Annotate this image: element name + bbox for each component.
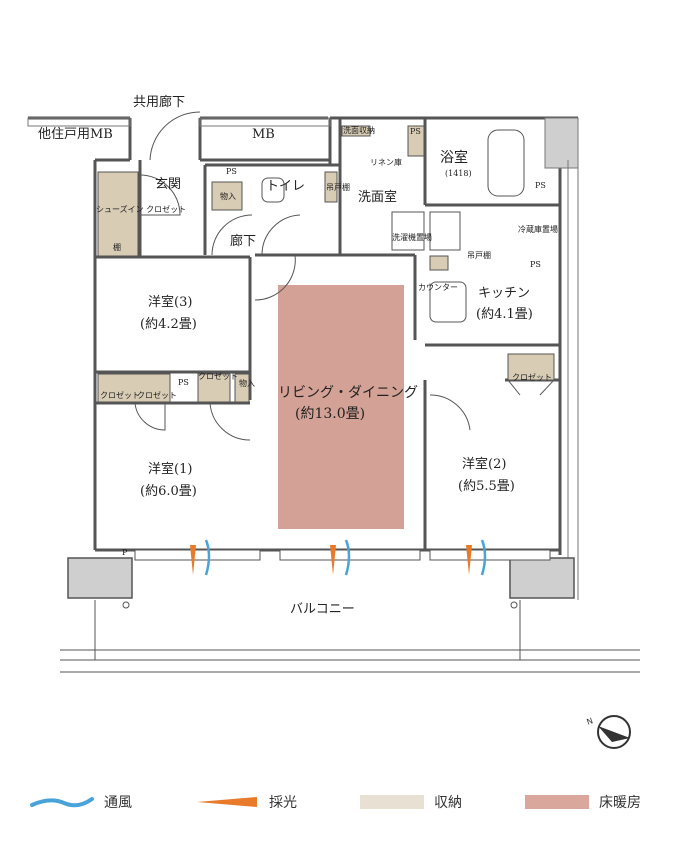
ps-label-4: PS xyxy=(530,260,541,269)
p-label: P xyxy=(122,548,128,557)
legend-floor-heating: 床暖房 xyxy=(525,790,641,814)
doors xyxy=(134,111,555,441)
storage-label-2: 物入 xyxy=(239,378,255,388)
legend-storage: 収納 xyxy=(360,790,462,814)
legend-floor-heating-label: 床暖房 xyxy=(599,795,641,811)
living-label: リビング・ダイニング xyxy=(278,385,418,401)
storage-swatch xyxy=(360,795,424,809)
storage-areas xyxy=(97,125,555,403)
daylight-icon xyxy=(197,797,257,807)
svg-text:N: N xyxy=(585,716,594,727)
hanging-shelf-vertical-label: 吊戸棚 xyxy=(326,182,350,192)
senmenshitsu-label: 洗面室 xyxy=(358,189,397,205)
closet-label-3: クロゼット xyxy=(198,371,238,381)
shoes-in-closet-label: シューズイン クロゼット xyxy=(96,204,186,214)
room2-label: 洋室(2) xyxy=(462,456,506,472)
floor-heating-area xyxy=(278,285,404,529)
ventilation-icon xyxy=(30,797,94,808)
legend-daylight-label: 採光 xyxy=(269,795,297,811)
closet-label-4: クロゼット xyxy=(512,372,552,382)
bath-label: 浴室 xyxy=(440,149,468,166)
kitchen-label: キッチン xyxy=(478,286,530,301)
room3-size-label: (約4.2畳) xyxy=(140,317,197,332)
ps-label-2: PS xyxy=(410,127,421,136)
room3-label: 洋室(3) xyxy=(148,294,192,310)
closet-label-2: クロゼット xyxy=(137,390,177,400)
mb-label: MB xyxy=(252,127,275,142)
corridor-label: 廊下 xyxy=(230,233,256,249)
shelf-label: 棚 xyxy=(113,242,121,252)
ps-label-3: PS xyxy=(535,181,546,190)
balcony-label: バルコニー xyxy=(290,602,355,617)
room2-size-label: (約5.5畳) xyxy=(458,479,515,494)
floor-heating-swatch xyxy=(525,795,589,809)
linen-label: リネン庫 xyxy=(370,157,402,167)
hanging-shelf-label: 吊戸棚 xyxy=(467,250,491,260)
airflow-light-indicators xyxy=(190,539,487,576)
closet-label-1: クロゼット xyxy=(100,390,140,400)
living-size-label: (約13.0畳) xyxy=(295,406,365,422)
legend-ventilation: 通風 xyxy=(30,790,132,814)
common-corridor-label: 共用廊下 xyxy=(133,94,185,110)
ps-label-1: PS xyxy=(226,167,237,176)
room1-size-label: (約6.0畳) xyxy=(140,484,197,499)
ps-label-5: PS xyxy=(178,378,189,387)
wall-details xyxy=(27,117,579,600)
fridge-label: 冷蔵庫置場 xyxy=(518,224,558,234)
senmen-storage-label: 洗面収納 xyxy=(343,125,375,135)
legend-ventilation-label: 通風 xyxy=(104,795,132,811)
storage-label-1: 物入 xyxy=(220,191,236,201)
washer-label: 洗濯機置場 xyxy=(392,232,432,242)
bath-size-label: (1418) xyxy=(445,169,472,178)
other-unit-mb-label: 他住戸用MB xyxy=(38,127,113,142)
kitchen-size-label: (約4.1畳) xyxy=(476,307,533,322)
north-compass-icon: N xyxy=(585,715,631,749)
windows xyxy=(134,549,551,561)
legend-storage-label: 収納 xyxy=(434,795,462,811)
fixtures xyxy=(60,129,640,673)
counter-label: カウンター xyxy=(418,283,458,292)
balcony-pillars xyxy=(67,557,575,599)
genkan-label: 玄関 xyxy=(155,177,181,192)
toilet-label: トイレ xyxy=(266,179,305,194)
legend-daylight: 採光 xyxy=(195,790,297,814)
room1-label: 洋室(1) xyxy=(148,461,192,477)
